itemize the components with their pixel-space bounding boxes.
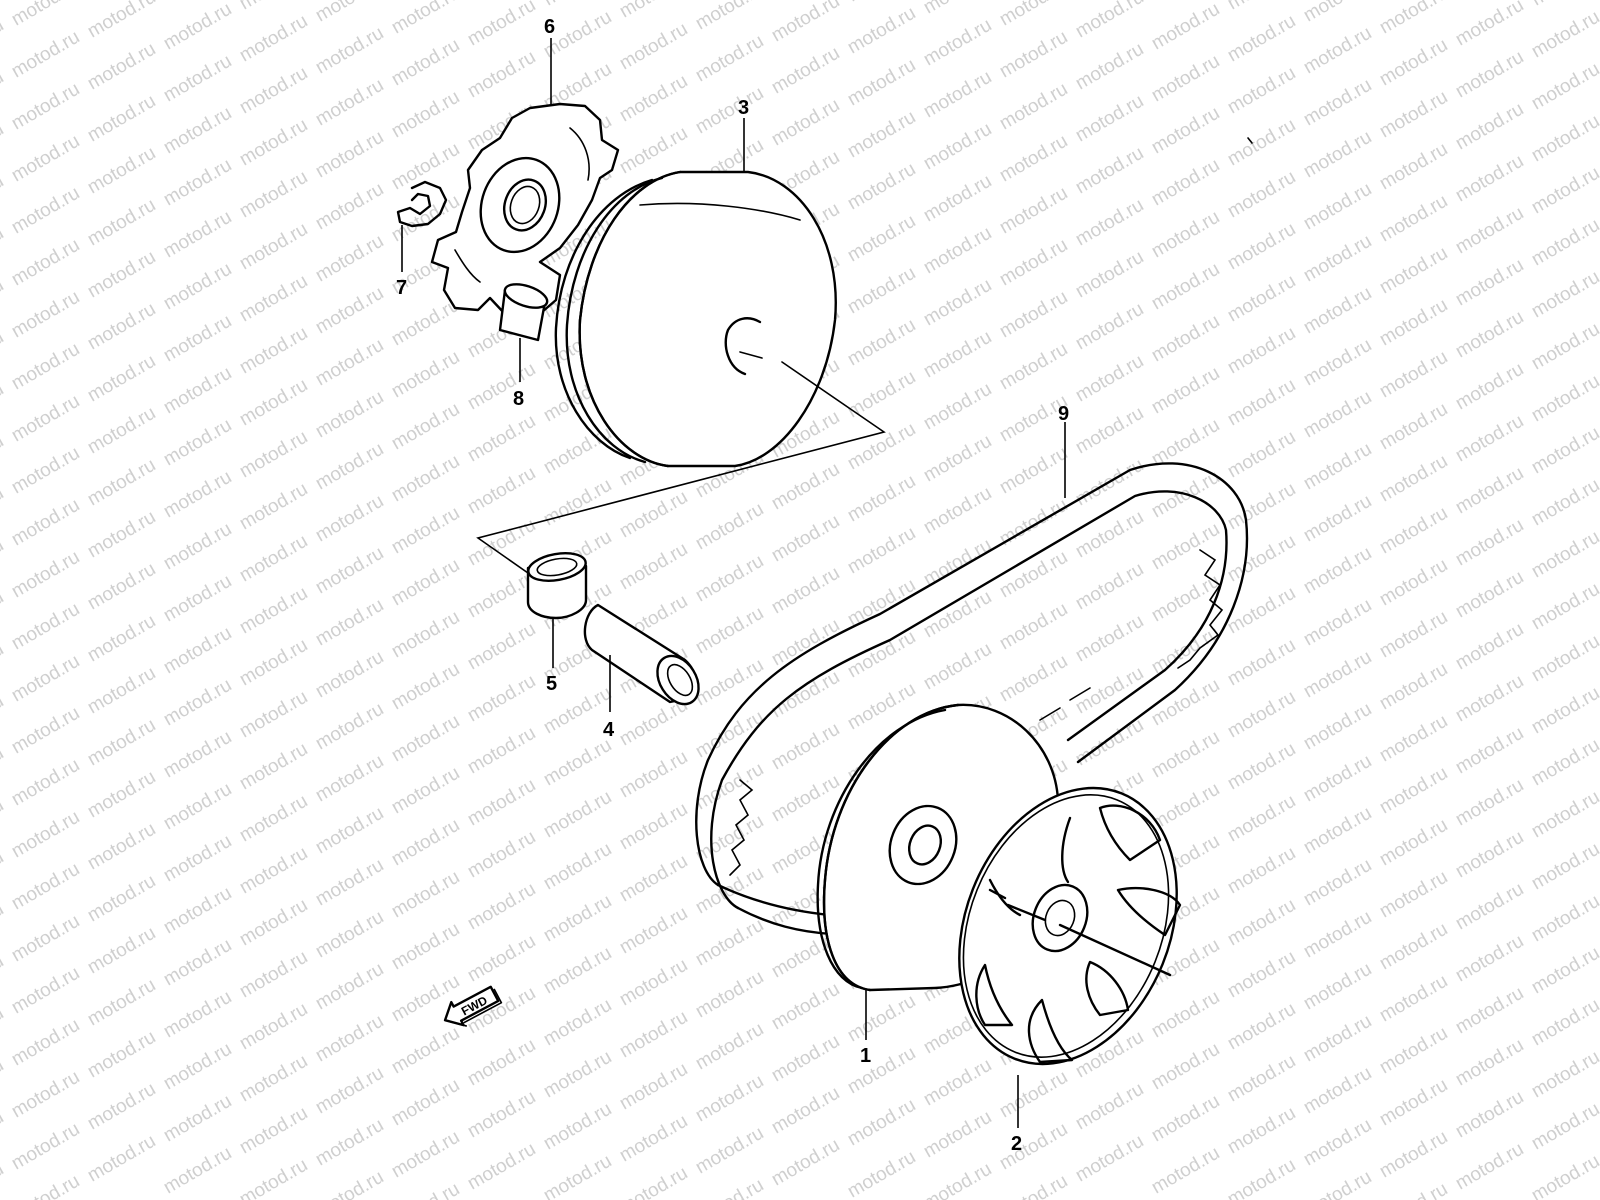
callout-1[interactable]: 1 [860,1045,871,1067]
callout-7[interactable]: 7 [396,277,407,299]
callout-5[interactable]: 5 [546,673,557,695]
stray-mark [1247,137,1253,144]
v-belt[interactable] [695,462,1249,936]
spacer-ring[interactable] [526,549,588,620]
callout-8[interactable]: 8 [513,388,524,410]
callout-leaders [401,38,1066,1128]
callout-6[interactable]: 6 [544,16,555,38]
callout-numbers: 6 3 7 8 9 5 4 1 2 [396,16,1069,1155]
callout-9[interactable]: 9 [1058,403,1069,425]
assembly-reference-lines [476,361,886,581]
drive-sleeve[interactable] [583,603,707,712]
clip[interactable] [396,180,448,228]
ramp-plate[interactable] [430,102,620,320]
fwd-direction-arrow: FWD [443,985,503,1027]
cooling-fan-plate[interactable] [920,755,1216,1097]
callout-4[interactable]: 4 [603,719,615,741]
slide-piece[interactable] [498,280,550,342]
callout-3[interactable]: 3 [738,97,749,119]
movable-drive-face[interactable] [554,170,837,468]
callout-2[interactable]: 2 [1011,1133,1022,1155]
